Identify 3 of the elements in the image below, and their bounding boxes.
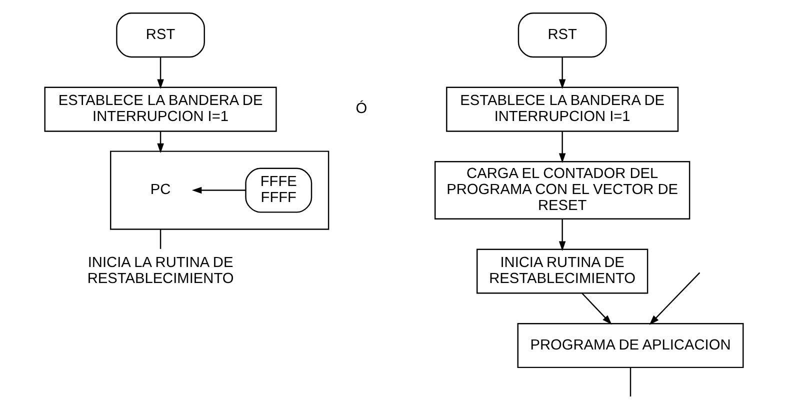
label: Ó bbox=[356, 101, 368, 118]
node-text: PC bbox=[150, 182, 171, 198]
node-text: INICIA LA RUTINA DE RESTABLECIMIENTO bbox=[87, 255, 234, 287]
